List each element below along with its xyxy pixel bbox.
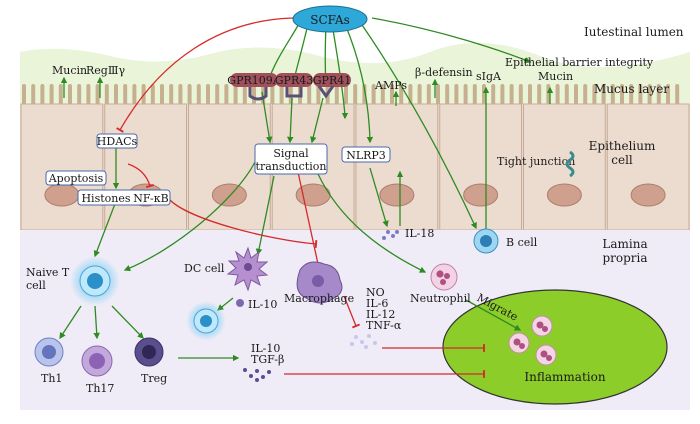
il10-dc-label: IL-10 — [248, 298, 277, 311]
mac-cytokine-list: NO IL-6 IL-12 TNF-α — [366, 286, 402, 332]
regiii-gamma: RegⅢγ — [86, 64, 125, 77]
b-cell — [473, 228, 499, 254]
il10-dc-dot — [236, 299, 244, 307]
label-mucus: Mucus layer — [594, 82, 669, 96]
treg-cytokine-dots — [243, 368, 271, 382]
macrophage-cell — [296, 261, 343, 304]
epithelial-nucleus — [630, 183, 666, 207]
mac-cytokine-dots — [350, 334, 377, 349]
th1-label: Th1 — [41, 372, 62, 385]
th1-cell — [34, 337, 64, 367]
th17-cell — [81, 345, 113, 377]
epithelial-cell — [439, 103, 522, 231]
barrier-label: Epithelial barrier integrity — [505, 56, 654, 69]
epithelial-cell — [606, 103, 690, 231]
epithelial-nucleus — [379, 183, 415, 207]
amps-label: AMPs — [374, 79, 407, 92]
epithelial-nucleus — [546, 183, 582, 207]
treg-cell — [134, 337, 164, 367]
epithelium-layer — [20, 103, 690, 231]
epithelial-cell — [355, 103, 439, 231]
defensin-label: β-defensin — [415, 66, 473, 79]
epithelial-cell — [104, 103, 187, 231]
th17-label: Th17 — [86, 382, 114, 395]
gpr109a-label: GPR109A — [227, 74, 281, 87]
il18-dots — [382, 230, 399, 240]
dc-cell — [226, 246, 269, 292]
label-lumen: Iutestinal lumen — [584, 25, 684, 39]
epithelial-nucleus — [211, 183, 247, 207]
nlrp3-box: NLRP3 — [341, 146, 391, 163]
inflammation-label: Inflammation — [524, 370, 605, 384]
epithelial-nucleus — [463, 183, 499, 207]
inflammation-zone — [442, 289, 668, 405]
apoptosis-box: Apoptosis — [45, 170, 107, 186]
histones-label: Histones — [81, 192, 130, 205]
epithelial-cell — [20, 103, 104, 231]
hdacs-box: HDACs — [96, 133, 138, 149]
epithelial-nucleus — [44, 183, 80, 207]
mucin-left: Mucin — [52, 64, 87, 77]
induced-treg-cell — [186, 301, 226, 341]
nfkb-label: NF-κB — [133, 192, 168, 205]
treg-label: Treg — [141, 372, 167, 385]
inhibition-arrows — [116, 17, 485, 378]
naive-t-cell — [70, 256, 120, 306]
siga-label: sIgA — [476, 70, 502, 83]
histones-nfkb-box: Histones NF-κB — [77, 189, 171, 206]
epithelial-cell — [523, 103, 606, 231]
scfas-node: SCFAs — [292, 5, 368, 33]
mucin-right: Mucin — [538, 70, 573, 83]
tight-junction-icon — [565, 150, 575, 178]
gpr43-label: GPR43 — [275, 74, 313, 87]
apoptosis-label: Apoptosis — [48, 172, 104, 185]
treg-cytokine-list: IL-10 TGF-β — [251, 342, 284, 366]
macrophage-label: Macrophage — [284, 292, 354, 305]
nlrp3-label: NLRP3 — [346, 149, 386, 162]
neutrophil-label: Neutrophil — [410, 292, 471, 305]
gpr43-receptor: GPR43 — [275, 73, 313, 98]
il18-label: IL-18 — [405, 227, 434, 240]
hdacs-label: HDACs — [97, 135, 138, 148]
neutrophil-cell — [430, 263, 458, 291]
b-cell-label: B cell — [506, 236, 538, 249]
tight-junction-label: Tight junction — [497, 155, 575, 168]
gpr109a-receptor: GPR109A — [227, 73, 282, 101]
inflamed-cells — [508, 315, 557, 366]
gpr41-label: GPR41 — [313, 74, 351, 87]
scfas-label: SCFAs — [310, 13, 350, 27]
gpr41-receptor: GPR41 — [313, 73, 351, 99]
dc-cell-label: DC cell — [184, 262, 225, 275]
